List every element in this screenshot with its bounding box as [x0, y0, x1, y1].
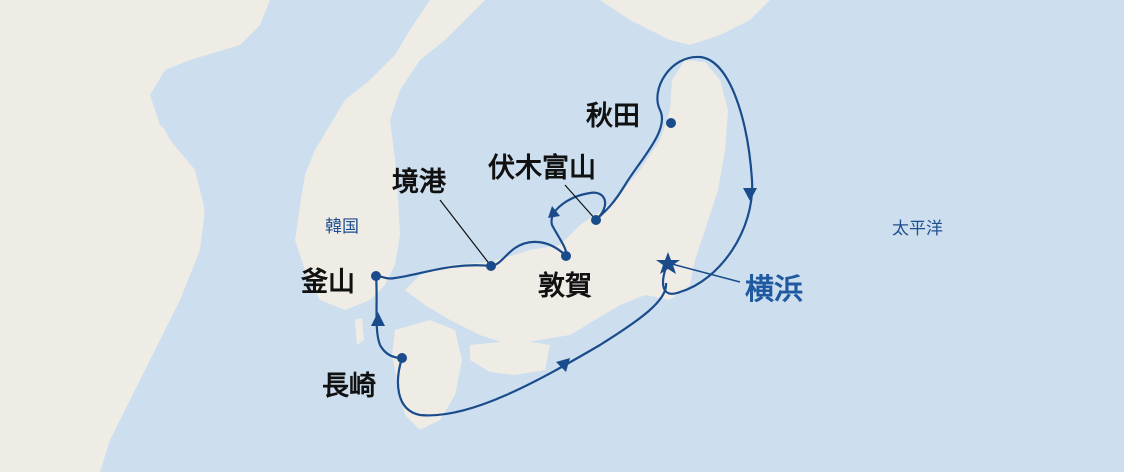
region-label-korea: 韓国	[325, 217, 359, 237]
port-label-yokohama: 横浜	[745, 272, 804, 306]
leader-line	[564, 184, 597, 221]
port-label-akita: 秋田	[586, 101, 640, 132]
port-label-fushiki-toyama: 伏木富山	[488, 153, 596, 184]
leader-line	[667, 262, 741, 283]
land-mainland	[0, 0, 485, 472]
sea-yellow	[100, 45, 300, 472]
arrow-icon	[743, 188, 757, 201]
port-label-sakaiminato: 境港	[392, 167, 446, 198]
arrow-icon	[556, 358, 570, 372]
land-honshu	[405, 60, 728, 345]
land-hokkaido	[600, 0, 770, 45]
dot-icon-akita	[666, 118, 676, 128]
dot-icon-fushiki	[591, 215, 601, 225]
leader-line	[439, 199, 492, 267]
land-tsushima	[355, 318, 364, 345]
region-label-pacific: 太平洋	[892, 219, 943, 239]
land-shikoku	[470, 340, 550, 375]
dot-icon-busan	[371, 271, 381, 281]
port-label-busan: 釜山	[301, 267, 355, 298]
arrow-icon	[548, 206, 560, 218]
dot-icon-tsuruga	[561, 251, 571, 261]
dot-icon-nagasaki	[397, 353, 407, 363]
dot-icon-sakaiminato	[486, 261, 496, 271]
port-label-tsuruga: 敦賀	[538, 271, 592, 302]
land-kyushu	[392, 320, 462, 430]
port-label-nagasaki: 長崎	[322, 371, 376, 402]
star-icon	[656, 252, 680, 274]
arrow-icon	[371, 312, 385, 326]
